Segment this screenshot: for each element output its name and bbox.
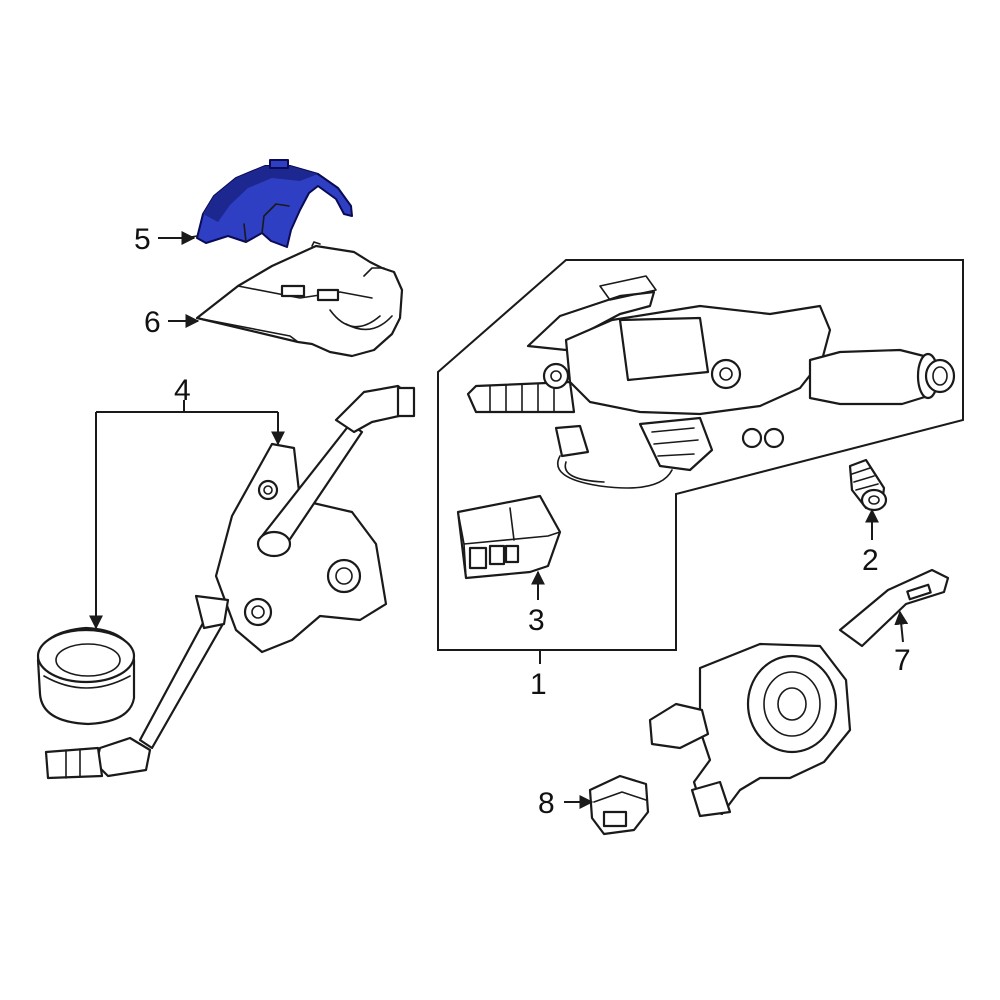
part-2-sleeve[interactable]	[848, 458, 888, 512]
part-3-control-module[interactable]	[456, 494, 562, 580]
callout-2: 2	[862, 508, 879, 577]
assembly-1-outline	[437, 259, 964, 651]
upper-shroud-top-face	[236, 166, 318, 188]
upper-shroud-tab	[269, 159, 289, 169]
part-5-upper-shroud[interactable]	[184, 159, 353, 248]
callout-8: 8	[538, 787, 594, 820]
part-1-steering-column[interactable]	[466, 275, 956, 489]
upper-shroud-side-face	[203, 178, 248, 222]
part-4-seal-ring[interactable]	[36, 626, 136, 726]
callout-7: 7	[894, 610, 911, 677]
callout-4-label: 4	[174, 374, 191, 407]
callout-8-label: 8	[538, 787, 555, 820]
part-6-lower-shroud[interactable]	[195, 241, 404, 358]
callout-1: 1	[530, 650, 547, 701]
callout-2-label: 2	[862, 544, 879, 577]
callout-5-label: 5	[134, 223, 151, 256]
callout-7-label: 7	[894, 644, 911, 677]
callout-3: 3	[528, 570, 545, 637]
callout-5: 5	[134, 223, 196, 256]
part-7-combination-switch[interactable]	[648, 568, 950, 818]
callout-1-label: 1	[530, 668, 547, 701]
part-4-intermediate-shaft[interactable]	[44, 384, 416, 780]
callout-6-label: 6	[144, 306, 161, 339]
callout-4: 4	[89, 374, 285, 630]
callout-3-label: 3	[528, 604, 545, 637]
part-8-switch[interactable]	[588, 774, 650, 836]
callout-6: 6	[144, 306, 200, 339]
